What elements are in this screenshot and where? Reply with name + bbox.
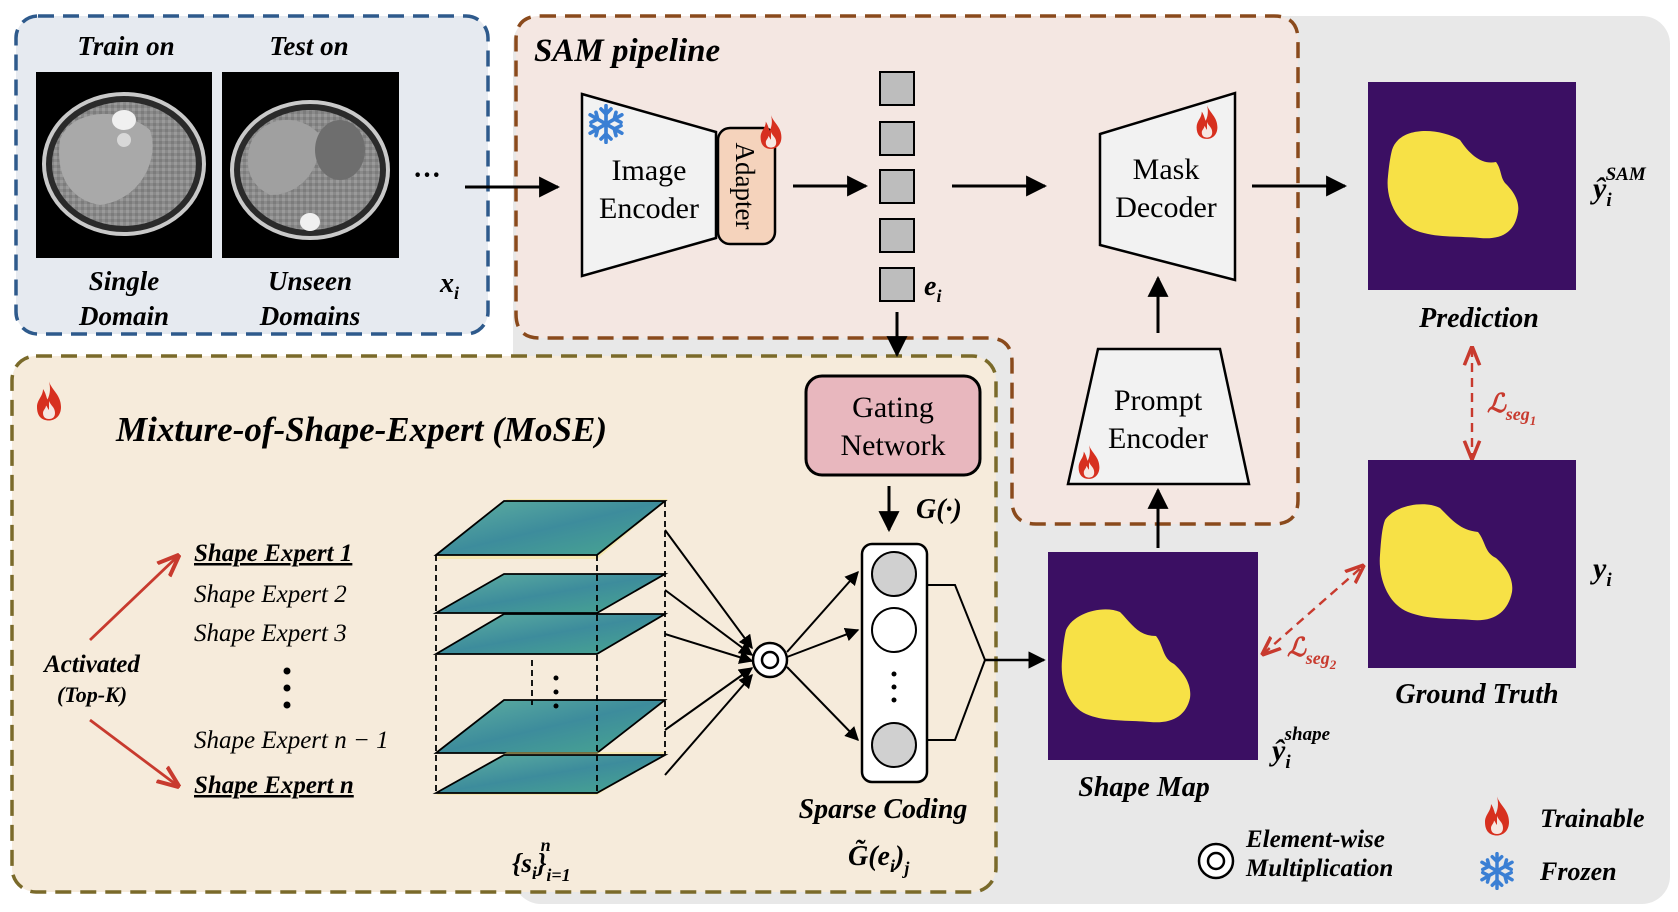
sparse-coding-vector bbox=[860, 542, 929, 784]
shape-map-mask bbox=[1048, 552, 1258, 760]
ct-scan-test bbox=[222, 72, 399, 258]
train-caption-line2: Domain bbox=[78, 301, 169, 331]
multiplication-legend-icon bbox=[1197, 842, 1235, 880]
shape-expert-1: Shape Expert 1 bbox=[194, 540, 352, 567]
activated-line1: Activated bbox=[42, 651, 140, 678]
layer-to-multiplier-lines bbox=[664, 529, 754, 776]
activated-line2: (Top-K) bbox=[57, 682, 127, 707]
image-encoder-line2: Encoder bbox=[599, 192, 699, 225]
gating-network bbox=[804, 374, 982, 477]
prediction-label: Prediction bbox=[1418, 303, 1539, 334]
loss1-label: ℒseg1 bbox=[1487, 389, 1536, 428]
gating-line1: Gating bbox=[852, 391, 934, 424]
shape-expert-stack bbox=[432, 499, 669, 795]
mask-decoder-line2: Decoder bbox=[1115, 191, 1217, 224]
activated-arrow-bottom bbox=[89, 718, 178, 786]
shape-expert-n: Shape Expert n bbox=[194, 772, 354, 799]
embedding-symbol: ei bbox=[924, 271, 941, 306]
prediction-symbol: ŷiSAM bbox=[1590, 164, 1647, 211]
adapter-label: Adapter bbox=[730, 143, 760, 230]
mask-decoder-line1: Mask bbox=[1133, 153, 1200, 186]
activated-arrow-top bbox=[89, 556, 178, 642]
legend-multiplication-line2: Multiplication bbox=[1245, 855, 1393, 882]
ground-truth-mask bbox=[1368, 460, 1576, 668]
multiplier-to-coding-lines bbox=[786, 570, 860, 742]
prompt-encoder bbox=[1066, 347, 1251, 486]
mask-decoder bbox=[1098, 91, 1237, 282]
legend-frozen: Frozen bbox=[1539, 857, 1617, 886]
gating-output: G(·) bbox=[916, 494, 962, 525]
sparse-coding-formula: G̃(ei)j bbox=[848, 841, 910, 878]
train-caption-line1: Single bbox=[89, 266, 160, 296]
expert-vertical-ellipsis bbox=[283, 667, 291, 709]
ground-truth-label: Ground Truth bbox=[1395, 679, 1558, 710]
sparse-coding-label: Sparse Coding bbox=[799, 794, 968, 825]
loss2-arrow bbox=[1263, 566, 1363, 654]
ellipsis: ··· bbox=[413, 160, 441, 191]
shape-expert-3: Shape Expert 3 bbox=[194, 620, 347, 647]
test-caption-line1: Unseen bbox=[268, 266, 352, 296]
legend-trainable: Trainable bbox=[1540, 804, 1644, 833]
gt-symbol: yi bbox=[1590, 552, 1612, 591]
mose-title: Mixture-of-Shape-Expert (MoSE) bbox=[115, 410, 607, 449]
test-heading: Test on bbox=[269, 31, 348, 61]
loss2-label: ℒseg2 bbox=[1287, 633, 1337, 672]
embedding-stack bbox=[879, 71, 915, 302]
shape-set-label: {si}i=1n bbox=[512, 835, 571, 885]
shape-map-label: Shape Map bbox=[1078, 772, 1209, 803]
element-wise-multiplication-node bbox=[751, 641, 789, 679]
test-caption-line2: Domains bbox=[259, 301, 361, 331]
image-encoder-line1: Image bbox=[612, 154, 687, 187]
shape-expert-n-minus-1: Shape Expert n − 1 bbox=[194, 727, 389, 754]
prompt-encoder-line2: Encoder bbox=[1108, 422, 1208, 455]
input-symbol: xi bbox=[439, 268, 459, 303]
ct-scan-train bbox=[36, 72, 212, 258]
shape-expert-2: Shape Expert 2 bbox=[194, 581, 347, 608]
prompt-encoder-line1: Prompt bbox=[1114, 384, 1203, 417]
expert-layer bbox=[433, 699, 668, 754]
image-encoder bbox=[580, 92, 718, 278]
adapter-block bbox=[716, 126, 777, 246]
sam-title: SAM pipeline bbox=[534, 33, 720, 69]
train-heading: Train on bbox=[77, 31, 174, 61]
shape-symbol: ŷishape bbox=[1269, 724, 1331, 773]
gating-line2: Network bbox=[841, 429, 946, 462]
legend-multiplication-line1: Element-wise bbox=[1245, 826, 1385, 853]
prediction-mask bbox=[1368, 82, 1576, 290]
